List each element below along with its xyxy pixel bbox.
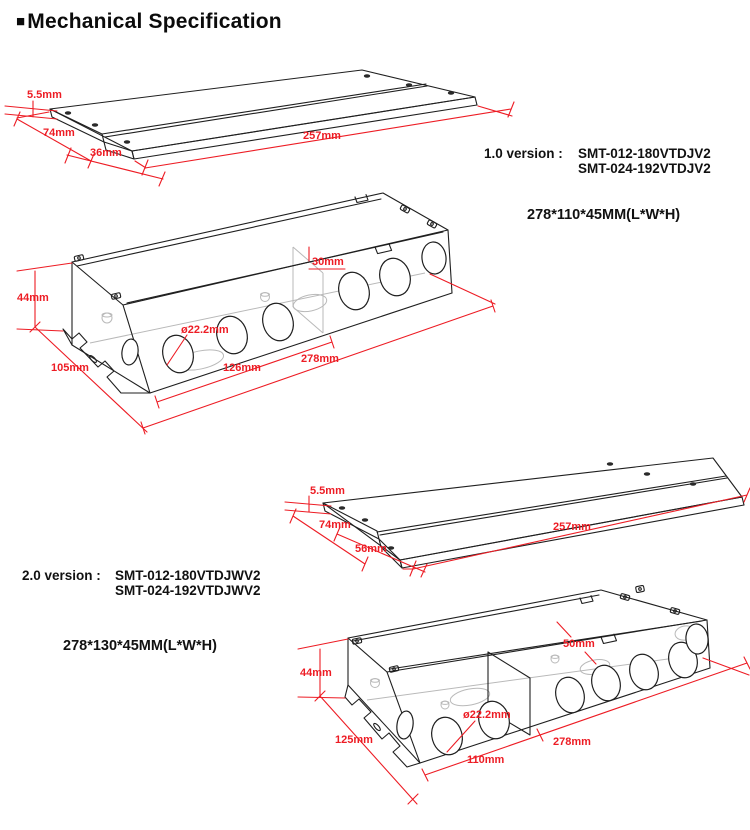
model-number: SMT-024-192VTDJWV2 [115,583,261,598]
dim-label: 30mm [312,256,344,268]
box-v1-dimension-labels: 44mm 105mm ø22.2mm 126mm 278mm 30mm [17,256,344,374]
version1-models: SMT-012-180VTDJV2 SMT-024-192VTDJV2 [578,146,711,176]
box-v1-knockout-holes [121,241,447,374]
dim-label: 278mm [553,736,591,748]
version1-label: 1.0 version : [484,146,563,161]
dim-label: 126mm [223,362,261,374]
dim-label: ø22.2mm [181,324,229,336]
box-v1-dimension-lines [16,246,496,435]
lid-v1-dimension-lines [4,100,515,187]
box-v1-mount-tabs [73,204,438,300]
dim-label: 125mm [335,734,373,746]
lid-drawing-v1: 5.5mm 74mm 36mm 257mm [4,69,515,187]
dim-label: 74mm [43,127,75,139]
lid-v2-screw-holes [338,462,697,550]
lid-v1-dimension-labels: 5.5mm 74mm 36mm 257mm [27,89,341,159]
version1-size: 278*110*45MM(L*W*H) [527,207,681,223]
box-drawing-v2: 44mm 125mm ø22.2mm 110mm 278mm 50mm [297,585,750,805]
lid-v1-outline [49,69,478,160]
box-v1-outline [62,192,453,394]
dim-label: 5.5mm [27,89,62,101]
version2-size: 278*130*45MM(L*W*H) [63,638,217,654]
box-v1-hidden-lines [89,246,426,371]
page-title: ■Mechanical Specification [16,10,282,34]
box-v2-mount-tabs [351,585,681,673]
model-number: SMT-012-180VTDJV2 [578,146,711,161]
lid-v2-outline [322,457,745,569]
version2-models: SMT-012-180VTDJWV2 SMT-024-192VTDJWV2 [115,568,261,598]
dim-label: 44mm [300,667,332,679]
lid-v2-dimension-lines [284,487,750,578]
square-bullet-icon: ■ [16,13,26,30]
dim-label: 110mm [467,754,505,766]
box-v2-knockout-holes [396,623,709,756]
dim-label: 44mm [17,292,49,304]
lid-v1-screw-holes [64,74,455,144]
dim-label: 50mm [563,638,595,650]
dim-label: 36mm [90,147,122,159]
lid-v2-dimension-labels: 5.5mm 74mm 56mm 257mm [310,485,591,555]
dim-label: 257mm [553,521,591,533]
model-number: SMT-024-192VTDJV2 [578,161,711,176]
dim-label: 105mm [51,362,89,374]
box-v2-dimension-lines [297,621,750,805]
dim-label: 74mm [319,519,351,531]
dim-label: 257mm [303,130,341,142]
page-title-text: Mechanical Specification [27,10,282,33]
version2-label: 2.0 version : [22,568,101,583]
box-v2-dimension-labels: 44mm 125mm ø22.2mm 110mm 278mm 50mm [300,638,595,766]
lid-drawing-v2: 5.5mm 74mm 56mm 257mm [284,457,750,578]
dim-label: 5.5mm [310,485,345,497]
dim-label: 56mm [355,543,387,555]
box-drawing-v1: 44mm 105mm ø22.2mm 126mm 278mm 30mm [16,192,496,435]
dim-label: ø22.2mm [463,709,511,721]
dim-label: 278mm [301,353,339,365]
model-number: SMT-012-180VTDJWV2 [115,568,261,583]
